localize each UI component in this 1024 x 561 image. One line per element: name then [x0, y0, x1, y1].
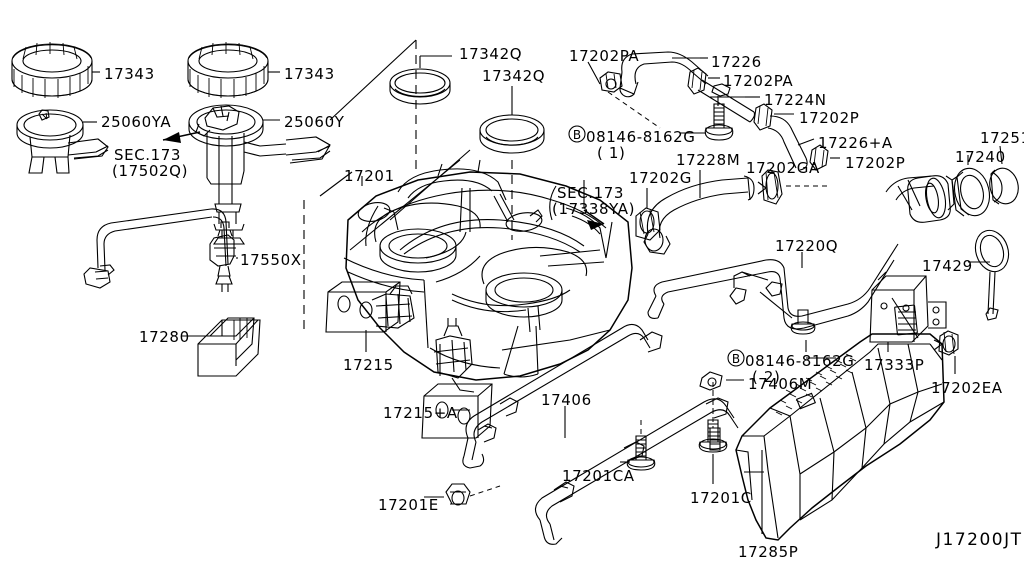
dash-bolt1 [607, 91, 661, 129]
arrow-sec173-17338ya [583, 180, 605, 230]
part-17201c-bolt [698, 419, 728, 453]
label-17280: 17280 [139, 328, 190, 346]
label-bolt-qty-1: ( 1) [597, 144, 626, 162]
part-17285p-heat-shield [735, 304, 945, 541]
label-bolt-qty-2: ( 2) [752, 368, 781, 386]
part-17343-right-ring [187, 42, 269, 98]
label-17202ea: 17202EA [931, 379, 1003, 397]
part-17202p-clamp-upper [753, 103, 773, 131]
label-17343-right: 17343 [284, 65, 335, 83]
label-17201: 17201 [344, 167, 395, 185]
label-17342q-upper: 17342Q [459, 45, 523, 63]
label-17220q: 17220Q [775, 237, 839, 255]
part-17202ga-clamp [757, 169, 783, 205]
leader-17202pa-left [587, 61, 601, 85]
part-17202p-clamp-lower [809, 144, 829, 171]
label-17429: 17429 [922, 257, 973, 275]
part-filler-bolt [790, 309, 816, 335]
part-17201-fuel-tank [343, 159, 633, 381]
part-17406m-bracket [699, 371, 723, 391]
part-17202g-clamp [635, 207, 661, 241]
label-25060y: 25060Y [284, 113, 345, 131]
part-17342q-oring-upper [389, 68, 451, 105]
part-25060y-fuel-pump-module [188, 104, 331, 245]
diagram-code: J17200JT [936, 530, 1023, 550]
label-17202pa-right: 17202PA [723, 72, 794, 90]
label-17202ga: 17202GA [746, 159, 820, 177]
label-17343-left: 17343 [104, 65, 155, 83]
part-17280-bracket [197, 317, 261, 377]
label-17215: 17215 [343, 356, 394, 374]
label-17226: 17226 [711, 53, 762, 71]
part-17333p-bracket [869, 271, 947, 343]
alignment-line-a [329, 39, 417, 121]
label-25060ya: 25060YA [101, 113, 172, 131]
label-bolt-08146-8162g-1: 08146-8162G [586, 128, 696, 146]
part-17202ea-clamp [933, 330, 959, 356]
part-17202pa-clamp-right [687, 67, 707, 95]
leader-17201-ext [319, 171, 353, 197]
part-17215-protector [325, 281, 415, 333]
label-17285p: 17285P [738, 543, 799, 561]
part-17202pa-clamp-left [599, 71, 623, 93]
label-sec173-17338ya-line1: SEC.173 [557, 184, 625, 202]
label-17202g: 17202G [629, 169, 692, 187]
label-17201ca: 17201CA [562, 467, 635, 485]
label-17201c: 17201C [690, 489, 752, 507]
part-17342q-oring-lower [479, 114, 545, 154]
part-17343-left-ring [11, 42, 93, 98]
part-17228m-hose [643, 175, 755, 255]
label-17240: 17240 [955, 148, 1006, 166]
leader-17251 [999, 145, 1003, 165]
label-17202p-upper: 17202P [799, 109, 860, 127]
label-17201e: 17201E [378, 496, 439, 514]
label-17333p: 17333P [864, 356, 925, 374]
part-17201e-nut [445, 483, 471, 506]
label-17226-plus-a: 17226+A [818, 134, 893, 152]
label-sec173-17338ya-line2: (17338YA) [552, 200, 636, 218]
label-17406: 17406 [541, 391, 592, 409]
part-17251-fuel-cap [989, 167, 1019, 205]
label-bolt-08146-8162g-2: 08146-8162G [745, 352, 855, 370]
part-17226a-hose [767, 115, 808, 171]
label-17342q-lower: 17342Q [482, 67, 546, 85]
part-08146-8162g-bolt-1 [704, 103, 734, 141]
label-17202pa-left: 17202PA [569, 47, 640, 65]
part-17550x-fuel-damper-and-lines [83, 208, 236, 292]
arrow-sec173-17502q [162, 131, 201, 143]
label-17224n: 17224N [764, 91, 827, 109]
part-17201ca-bolt [626, 435, 656, 471]
part-17429-cap-tether [974, 229, 1010, 321]
label-17550x: 17550X [240, 251, 302, 269]
label-17406m: 17406M [748, 375, 813, 393]
part-17215a-protector [421, 318, 493, 439]
label-17202p-lower: 17202P [845, 154, 906, 172]
part-08146-8162g-bolt-2 [709, 427, 721, 451]
label-sec173-17502q-line1: SEC.173 [114, 146, 182, 164]
label-17215-plus-a: 17215+A [383, 404, 458, 422]
part-17240-seal-ring [951, 167, 991, 217]
label-17228m: 17228M [676, 151, 741, 169]
label-sec173-17502q-line2: (17502Q) [112, 162, 189, 180]
leader-filler-bolt [759, 291, 793, 319]
part-17220q-filler-tube [647, 175, 955, 330]
part-17406-tank-straps [462, 323, 739, 545]
leader-17226a [797, 138, 815, 146]
dash-17201e [469, 485, 501, 497]
part-25060ya-fuel-gauge-sender [16, 109, 109, 174]
